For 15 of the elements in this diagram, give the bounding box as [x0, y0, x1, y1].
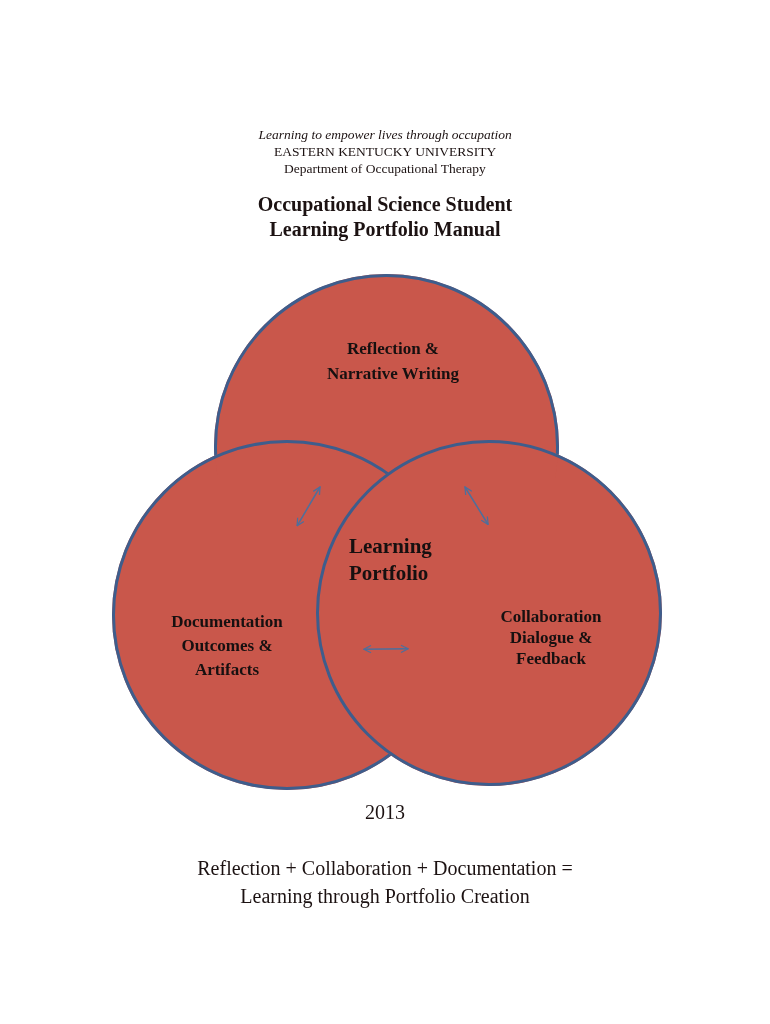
center-label: Learning Portfolio — [349, 533, 433, 587]
year-label: 2013 — [365, 800, 405, 825]
circle-label: Collaboration Dialogue & Feedback — [499, 606, 603, 669]
document-title: Occupational Science Student Learning Portfolio Manual — [256, 192, 514, 242]
circle-label: Documentation Outcomes & Artifacts — [170, 611, 284, 681]
university-name: EASTERN KENTUCKY UNIVERSITY — [274, 143, 497, 160]
department-name: Department of Occupational Therapy — [284, 160, 486, 177]
venn-circle — [316, 440, 662, 786]
circle-label: Reflection & Narrative Writing — [325, 338, 460, 385]
double-arrow — [363, 644, 409, 654]
tagline-text: Learning to empower lives through occupation — [258, 126, 512, 143]
double-arrow — [464, 486, 489, 526]
caption-text: Reflection + Collaboration + Documentation = Learning through Portfolio Creation — [196, 856, 574, 910]
double-arrow — [296, 486, 321, 527]
venn-circle — [213, 273, 560, 478]
